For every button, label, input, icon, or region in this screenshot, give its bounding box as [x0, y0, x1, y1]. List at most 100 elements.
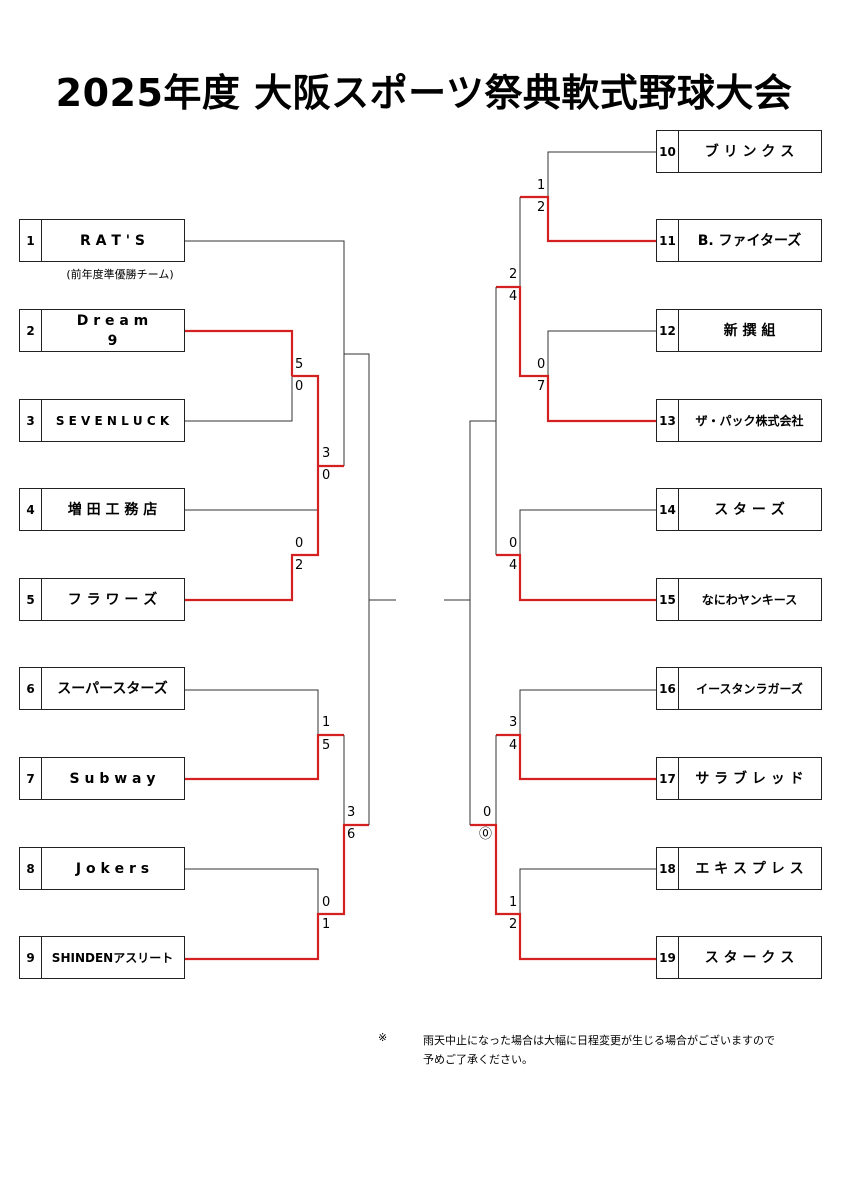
team-name: S E V E N L U C K — [55, 413, 170, 428]
team-box-2: 2 D r e a m 9 — [19, 309, 185, 352]
winner-line-28 — [470, 823, 656, 961]
winner-line-7 — [185, 466, 320, 602]
team-number: 14 — [657, 489, 679, 530]
bracket-line-11 — [185, 868, 319, 914]
winner-line-23 — [496, 553, 656, 602]
score-18v19-bottom: 2 — [509, 917, 518, 932]
score-7v9-bottom: 6 — [347, 827, 356, 842]
winner-line-1 — [185, 329, 294, 376]
team-box-15: 15 なにわヤンキース — [656, 578, 822, 621]
score-16v17-bottom: 4 — [509, 738, 518, 753]
score-2v3-bottom: 0 — [295, 379, 304, 394]
score-6v7-bottom: 5 — [322, 738, 331, 753]
score-17v19-bottom: ⓪ — [479, 827, 493, 842]
team-box-14: 14 ス タ ー ズ — [656, 488, 822, 531]
team-name: ブ リ ン ク ス — [704, 143, 795, 160]
team-number: 1 — [20, 220, 42, 261]
score-2v1-top: 3 — [322, 446, 331, 461]
team-name: J o k e r s — [75, 860, 150, 877]
team-number: 6 — [20, 668, 42, 709]
footnote-text: 雨天中止になった場合は大幅に日程変更が生じる場合がございますので 予めご了承くだ… — [423, 1034, 775, 1066]
team-name: R A T ' S — [79, 232, 146, 249]
team-number: 3 — [20, 400, 42, 441]
team-box-5: 5 フ ラ ワ ー ズ — [19, 578, 185, 621]
team-number: 12 — [657, 310, 679, 351]
score-4v5-top: 0 — [295, 536, 304, 551]
score-10v11-top: 1 — [537, 178, 546, 193]
team-name: イースタンラガーズ — [696, 681, 803, 696]
team-name: スーパースターズ — [57, 680, 168, 697]
team-number: 11 — [657, 220, 679, 261]
score-2v3-top: 5 — [295, 357, 304, 372]
team-name: ザ・パック株式会社 — [695, 413, 804, 428]
page-title: 2025年度 大阪スポーツ祭典軟式野球大会 — [55, 71, 793, 115]
score-10v11-bottom: 2 — [537, 200, 546, 215]
score-18v19-top: 1 — [509, 895, 518, 910]
bracket-line-22 — [519, 509, 656, 555]
score-7v9-top: 3 — [347, 805, 356, 820]
team-number: 13 — [657, 400, 679, 441]
bracket-line-2 — [185, 376, 293, 422]
winner-line-25 — [496, 733, 656, 781]
team-name: なにわヤンキース — [701, 592, 798, 607]
score-17v19-top: 0 — [483, 805, 492, 820]
team-box-4: 4 増 田 工 務 店 — [19, 488, 185, 531]
team-number: 18 — [657, 848, 679, 889]
team-box-6: 6 スーパースターズ — [19, 667, 185, 710]
winner-line-12 — [185, 823, 369, 961]
team-name: エ キ ス プ レ ス — [695, 860, 804, 877]
team-number: 16 — [657, 668, 679, 709]
team-box-13: 13 ザ・パック株式会社 — [656, 399, 822, 442]
team-box-1: 1 R A T ' S — [19, 219, 185, 262]
score-14v15-top: 0 — [509, 536, 518, 551]
team-number: 17 — [657, 758, 679, 799]
bracket-line-18 — [547, 330, 656, 376]
team-name: 増 田 工 務 店 — [67, 501, 158, 518]
team-name: ス タ ー ズ — [714, 501, 785, 518]
team-box-10: 10 ブ リ ン ク ス — [656, 130, 822, 173]
previous-runner-up-note: (前年度準優勝チーム) — [66, 268, 174, 281]
team-number: 2 — [20, 310, 42, 351]
bracket-line-15 — [547, 151, 656, 197]
team-box-8: 8 J o k e r s — [19, 847, 185, 890]
team-number: 5 — [20, 579, 42, 620]
team-box-16: 16 イースタンラガーズ — [656, 667, 822, 710]
team-name: D r e a m 9 — [76, 312, 149, 349]
score-11v13-bottom: 4 — [509, 289, 518, 304]
team-name: フ ラ ワ ー ズ — [67, 591, 158, 608]
team-name: ス タ ー ク ス — [704, 949, 795, 966]
bracket-line-27 — [519, 868, 656, 914]
score-12v13-top: 0 — [537, 357, 546, 372]
score-11v13-top: 2 — [509, 267, 518, 282]
score-8v9-top: 0 — [322, 895, 331, 910]
team-name: SHINDENアスリート — [51, 950, 174, 965]
score-12v13-bottom: 7 — [537, 379, 546, 394]
team-name: B. ファイターズ — [697, 232, 802, 249]
score-6v7-top: 1 — [322, 715, 331, 730]
team-box-11: 11 B. ファイターズ — [656, 219, 822, 262]
team-box-3: 3 S E V E N L U C K — [19, 399, 185, 442]
team-box-18: 18 エ キ ス プ レ ス — [656, 847, 822, 890]
team-number: 7 — [20, 758, 42, 799]
winner-line-16 — [520, 195, 656, 243]
team-number: 9 — [20, 937, 42, 978]
bracket-line-8 — [185, 689, 319, 735]
team-number: 19 — [657, 937, 679, 978]
bracket-line-0 — [185, 240, 345, 466]
team-number: 8 — [20, 848, 42, 889]
footnote-mark: ※ — [378, 1031, 388, 1044]
team-box-9: 9 SHINDENアスリート — [19, 936, 185, 979]
winner-line-3 — [292, 374, 320, 466]
score-16v17-top: 3 — [509, 715, 518, 730]
score-8v9-bottom: 1 — [322, 917, 331, 932]
bracket-line-5 — [344, 353, 370, 600]
team-box-19: 19 ス タ ー ク ス — [656, 936, 822, 979]
team-name: 新 撰 組 — [723, 322, 776, 339]
team-box-12: 12 新 撰 組 — [656, 309, 822, 352]
score-2v1-bottom: 0 — [322, 468, 331, 483]
team-name: S u b w a y — [69, 770, 156, 787]
team-box-7: 7 S u b w a y — [19, 757, 185, 800]
bracket-line-21 — [469, 420, 496, 600]
team-name: サ ラ ブ レ ッ ド — [695, 770, 804, 787]
